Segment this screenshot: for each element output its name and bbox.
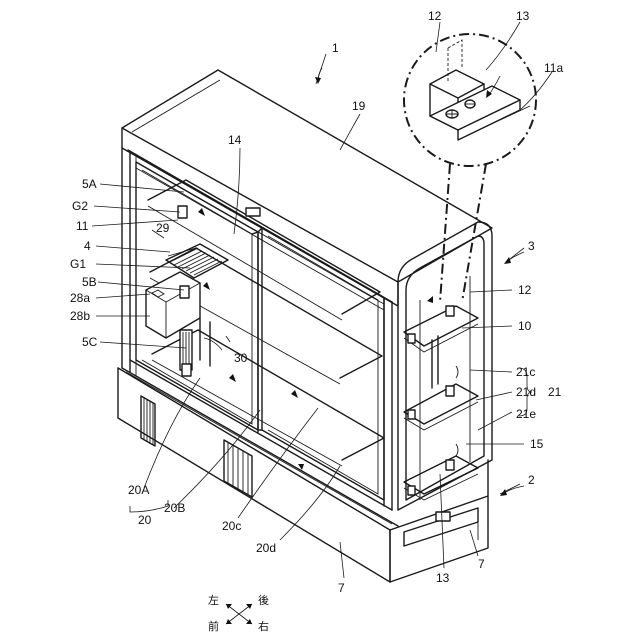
arrow-icon-inner-5 bbox=[291, 390, 298, 398]
label-bracket-callout: 12 bbox=[428, 9, 442, 23]
label-doors: 20 bbox=[138, 513, 152, 527]
label-lower-bar: 15 bbox=[530, 437, 544, 451]
base-plinth bbox=[118, 368, 488, 582]
label-bracket: 12 bbox=[518, 283, 532, 297]
label-left-frame: 4 bbox=[84, 239, 91, 253]
compass-back: 後 bbox=[258, 593, 269, 607]
compass-front: 前 bbox=[208, 619, 219, 633]
label-shelf-5a: 5A bbox=[82, 177, 97, 191]
label-door-b: 20B bbox=[164, 501, 185, 515]
label-shelf-5b: 5B bbox=[82, 275, 97, 289]
compass-left: 左 bbox=[208, 594, 219, 607]
arrow-icon-inner-3 bbox=[203, 282, 210, 290]
arrow-icon-side bbox=[504, 257, 511, 264]
label-gap-g2: G2 bbox=[72, 199, 88, 213]
label-bracket-hole: 11a bbox=[544, 61, 563, 75]
arrow-icon-inner-1 bbox=[427, 296, 433, 303]
label-pole: 30 bbox=[234, 351, 248, 365]
label-case: 1 bbox=[332, 41, 339, 55]
label-gap-g1: G1 bbox=[70, 257, 86, 271]
label-shelf-5c: 5C bbox=[82, 335, 98, 349]
label-legs-left: 7 bbox=[338, 581, 345, 595]
label-door-d: 20d bbox=[256, 541, 276, 555]
label-pole-top: 29 bbox=[156, 221, 170, 235]
orientation-compass: 左 後 前 右 bbox=[208, 593, 269, 633]
label-legs-right: 7 bbox=[478, 557, 485, 571]
label-part-28a: 28a bbox=[70, 291, 90, 305]
label-shelf-c: 21c bbox=[516, 365, 535, 379]
arrow-icon-base bbox=[500, 489, 507, 496]
label-shelves: 21 bbox=[548, 385, 562, 399]
label-screw-callout: 13 bbox=[516, 9, 530, 23]
label-top-frame: 14 bbox=[228, 133, 242, 147]
label-base-right: 2 bbox=[528, 473, 535, 487]
label-part-28b: 28b bbox=[70, 309, 90, 323]
label-side-panel: 3 bbox=[528, 239, 535, 253]
interior-block bbox=[146, 272, 200, 338]
arrow-icon-inner-2 bbox=[198, 208, 205, 216]
label-screw: 13 bbox=[436, 571, 450, 585]
label-door-a: 20A bbox=[128, 483, 149, 497]
arrow-icon-inner-4 bbox=[229, 374, 236, 382]
label-ceiling: 19 bbox=[352, 99, 366, 113]
label-rail-edge: 11 bbox=[76, 219, 89, 233]
label-rail: 10 bbox=[518, 319, 532, 333]
label-door-c: 20c bbox=[222, 519, 241, 533]
arrow-icon-case bbox=[315, 77, 321, 84]
detail-callout bbox=[404, 34, 536, 302]
label-shelf-d: 21d bbox=[516, 385, 536, 399]
compass-right: 右 bbox=[258, 619, 269, 633]
label-shelf-e: 21e bbox=[516, 407, 536, 421]
